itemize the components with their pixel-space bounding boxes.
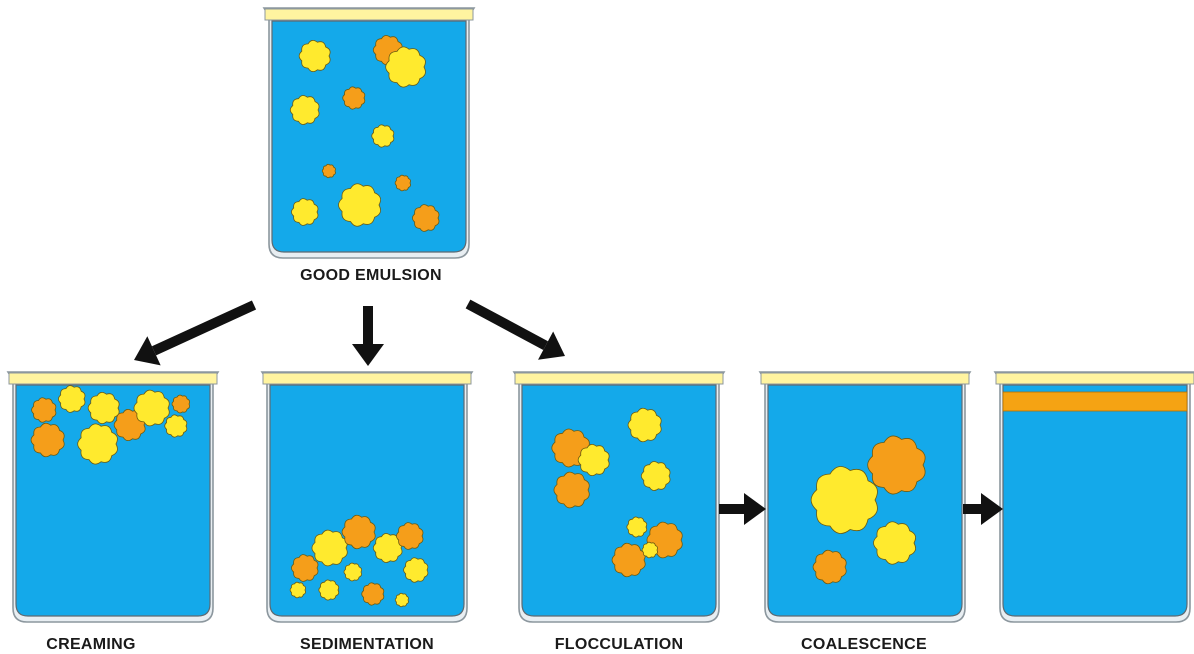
liquid bbox=[15, 384, 211, 617]
droplet bbox=[812, 549, 847, 585]
droplet bbox=[338, 183, 381, 227]
droplet bbox=[371, 124, 395, 148]
droplet bbox=[577, 443, 610, 477]
label-flocculation: FLOCCULATION bbox=[555, 636, 684, 653]
droplet bbox=[164, 414, 188, 438]
droplet bbox=[385, 46, 426, 88]
droplet bbox=[341, 514, 376, 550]
droplet bbox=[318, 579, 340, 601]
arrows bbox=[134, 299, 1003, 525]
arrow-head bbox=[744, 493, 766, 525]
droplet bbox=[641, 541, 658, 559]
arrow-to-flocculation bbox=[465, 299, 565, 360]
droplet bbox=[77, 423, 118, 465]
droplet bbox=[58, 385, 86, 413]
droplet bbox=[291, 554, 319, 582]
liquid bbox=[1002, 384, 1188, 617]
liquid bbox=[269, 384, 465, 617]
droplet bbox=[627, 407, 662, 443]
top-layer bbox=[760, 372, 970, 385]
droplet bbox=[412, 204, 440, 232]
arrow-to-sedimentation bbox=[352, 306, 384, 366]
droplet bbox=[343, 562, 363, 582]
arrow-head bbox=[538, 331, 565, 360]
separated-oil-layer bbox=[1002, 391, 1188, 412]
droplet bbox=[873, 521, 916, 565]
droplet bbox=[394, 592, 409, 608]
label-good-emulsion: GOOD EMULSION bbox=[300, 267, 442, 284]
droplet bbox=[403, 557, 429, 583]
droplet bbox=[171, 394, 191, 414]
arrow-to-separation bbox=[963, 493, 1003, 525]
top-layer bbox=[514, 372, 724, 385]
droplet bbox=[396, 522, 424, 550]
arrow-to-coalescence bbox=[719, 493, 766, 525]
droplet bbox=[30, 422, 65, 458]
droplet bbox=[31, 397, 57, 423]
droplet bbox=[289, 581, 306, 599]
droplet bbox=[640, 461, 671, 491]
label-coalescence: COALESCENCE bbox=[801, 636, 927, 653]
droplet bbox=[298, 39, 331, 73]
top-layer bbox=[264, 8, 474, 21]
arrow-to-creaming bbox=[134, 300, 257, 366]
droplet bbox=[133, 389, 170, 427]
droplet bbox=[361, 582, 385, 606]
label-creaming: CREAMING bbox=[46, 636, 136, 653]
droplet bbox=[311, 529, 348, 567]
beaker-creaming bbox=[6, 371, 220, 623]
top-layer bbox=[995, 372, 1194, 385]
droplet bbox=[372, 533, 403, 563]
arrow-head bbox=[352, 344, 384, 366]
droplet bbox=[611, 542, 646, 578]
arrow-head bbox=[134, 336, 161, 366]
droplet bbox=[321, 163, 336, 179]
droplet bbox=[867, 435, 926, 495]
arrow-shaft bbox=[151, 300, 257, 356]
droplets bbox=[30, 35, 926, 608]
droplet bbox=[291, 198, 319, 226]
top-layer bbox=[8, 372, 218, 385]
beaker-flocculation bbox=[512, 371, 726, 623]
droplet bbox=[626, 516, 648, 538]
droplet bbox=[289, 95, 320, 125]
droplet bbox=[553, 471, 590, 509]
top-layer bbox=[262, 372, 472, 385]
droplet bbox=[87, 391, 120, 425]
beakers bbox=[6, 7, 1194, 623]
droplet bbox=[342, 86, 366, 110]
label-sedimentation: SEDIMENTATION bbox=[300, 636, 434, 653]
droplet bbox=[394, 174, 411, 192]
arrow-shaft bbox=[465, 299, 548, 351]
beaker-separated bbox=[993, 371, 1194, 623]
liquid bbox=[521, 384, 717, 617]
arrow-head bbox=[981, 493, 1003, 525]
droplet bbox=[810, 466, 878, 534]
